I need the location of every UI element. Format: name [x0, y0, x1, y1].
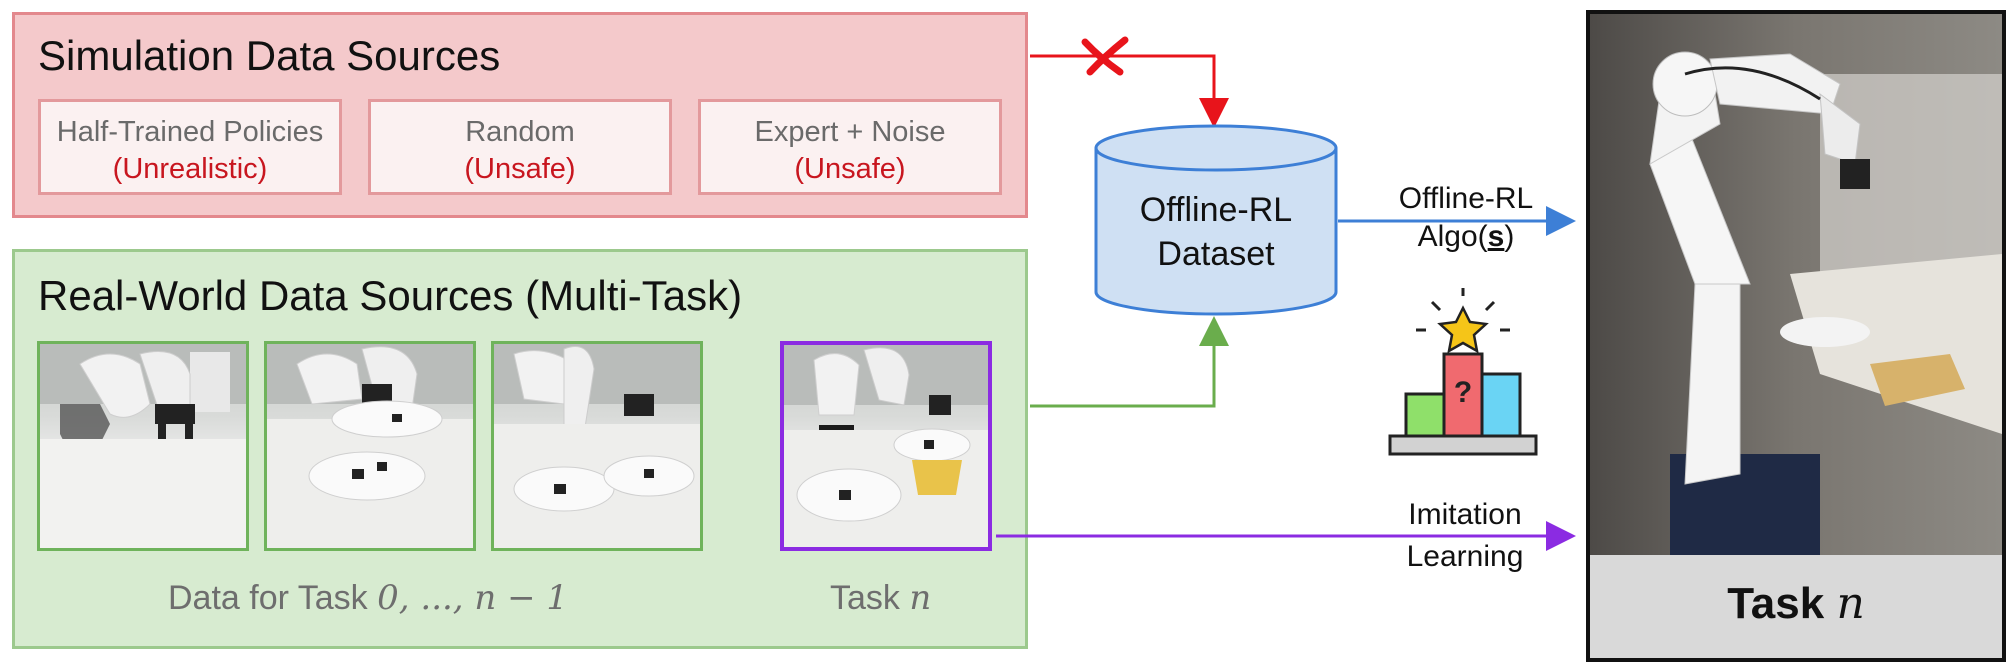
algo-prefix: Algo( — [1417, 220, 1488, 253]
svg-text:?: ? — [1454, 376, 1472, 409]
star-icon — [1416, 288, 1510, 354]
sim-source-random: Random (Unsafe) — [368, 99, 672, 195]
dataset-label: Offline-RL Dataset — [1096, 188, 1336, 276]
task-photo-3 — [491, 341, 703, 551]
cross-icon — [1081, 36, 1129, 76]
task-caption-math: n — [909, 578, 932, 618]
algo-suffix: ) — [1504, 220, 1515, 253]
sim-source-expert-noise: Expert + Noise (Unsafe) — [698, 99, 1002, 195]
dataset-label-line2: Dataset — [1157, 235, 1275, 273]
task-photo-target — [780, 341, 992, 551]
robot-caption-math: n — [1836, 578, 1865, 629]
robot-caption-bar — [1590, 555, 2002, 658]
real-world-title: Real-World Data Sources (Multi-Task) — [38, 272, 743, 319]
sim-source-label: Random — [465, 116, 575, 148]
dataset-cylinder — [1094, 124, 1338, 316]
sim-source-issue: (Unsafe) — [464, 153, 576, 185]
data-caption-text: Data for Task — [168, 579, 368, 617]
offline-rl-label-line1: Offline-RL — [1398, 182, 1534, 215]
data-caption-math: 0, ..., n − 1 — [377, 578, 569, 618]
dataset-label-line1: Offline-RL — [1139, 191, 1293, 229]
robot-photo-panel — [1586, 10, 2006, 662]
imitation-label-line2: Learning — [1406, 540, 1524, 573]
leaderboard-icon: ? — [1388, 352, 1538, 456]
task-caption-text: Task — [830, 579, 900, 617]
sim-source-label: Expert + Noise — [754, 116, 946, 148]
robot-caption: Task n — [1590, 578, 2002, 629]
real-to-dataset-arrow — [1030, 316, 1229, 408]
sim-source-issue: (Unrealistic) — [112, 153, 268, 185]
simulation-title: Simulation Data Sources — [38, 32, 501, 79]
task-caption: Task n — [830, 578, 931, 618]
sim-source-half-trained: Half-Trained Policies (Unrealistic) — [38, 99, 342, 195]
imitation-label-line1: Imitation — [1408, 498, 1522, 531]
offline-rl-label: Offline-RL Algo(s) — [1366, 180, 1566, 256]
data-caption: Data for Task 0, ..., n − 1 — [168, 578, 568, 618]
task-photo-2 — [264, 341, 476, 551]
algo-bold-s: s — [1487, 220, 1505, 253]
sim-source-label: Half-Trained Policies — [56, 116, 324, 148]
offline-rl-label-line2: Algo(s) — [1366, 218, 1566, 256]
sim-to-dataset-arrow — [1030, 54, 1229, 128]
imitation-label: Imitation Learning — [1360, 494, 1570, 578]
robot-caption-text: Task — [1727, 579, 1825, 628]
task-photo-1 — [37, 341, 249, 551]
sim-source-issue: (Unsafe) — [794, 153, 906, 185]
